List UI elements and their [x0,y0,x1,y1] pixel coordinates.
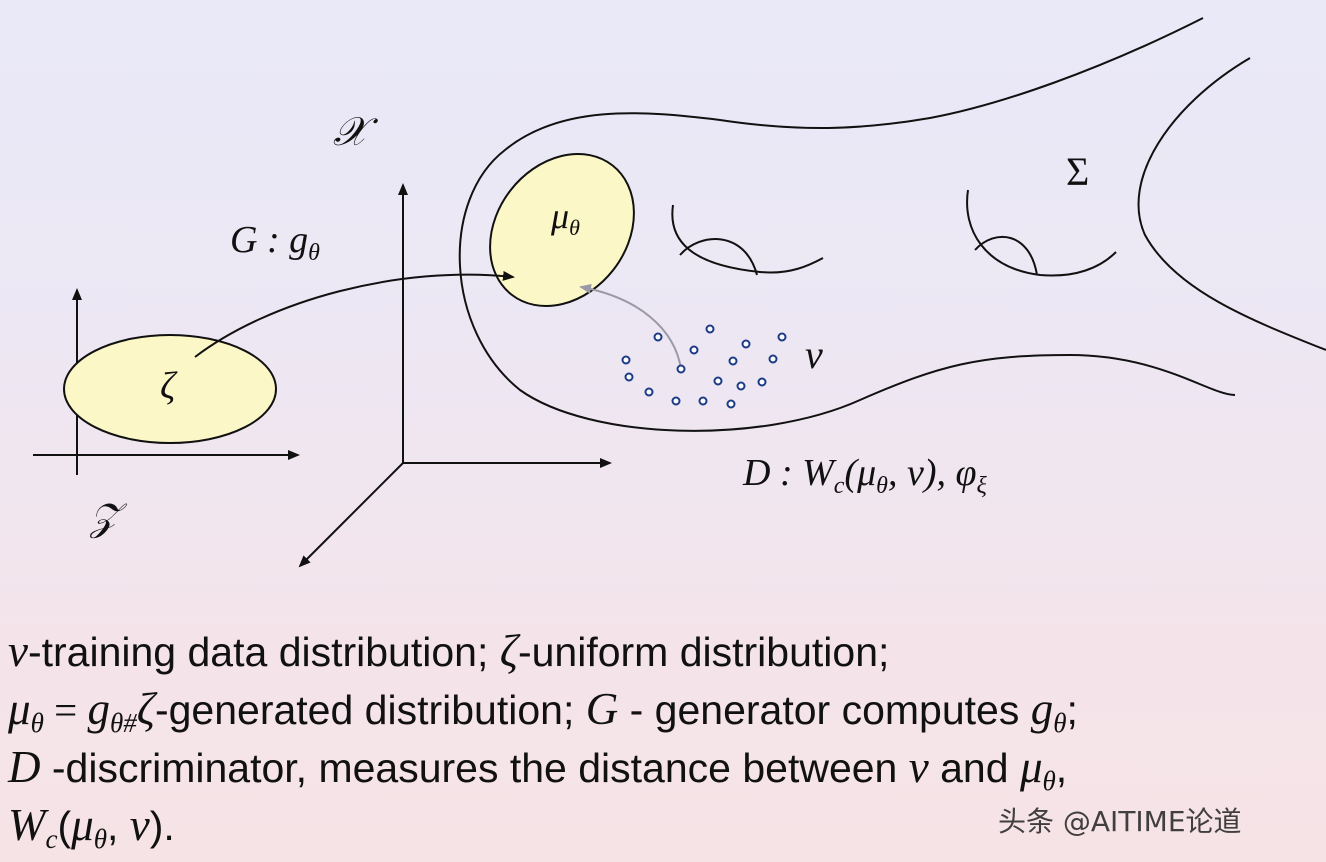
x-space-axes [298,183,612,568]
zeta-ellipse [63,334,277,444]
distance-arrow [579,283,682,370]
sample-dot [689,345,699,355]
sample-dot [728,356,738,366]
space-x-label: 𝒳 [333,109,379,154]
sample-dot [644,387,654,397]
nu-label: ν [805,332,823,377]
sample-dot [676,364,686,374]
sample-dot [741,339,751,349]
sample-dot [621,355,631,365]
watermark: 头条 @AITIME论道 [998,805,1242,838]
sample-dot [705,324,715,334]
sample-dot [671,396,681,406]
sample-dot [653,332,663,342]
discriminator-label: D : Wc(μθ, ν), φξ [742,452,988,499]
gan-diagram: 𝒳 𝒵 Σ G : gθ ζ μθ ν D : Wc(μθ, ν), φξ [33,17,1326,568]
generator-label: G : gθ [230,219,320,266]
sample-dot [736,381,746,391]
nu-sample-dots [621,324,787,409]
sample-dot [713,376,723,386]
sample-dot [698,396,708,406]
sample-dot [768,354,778,364]
manifold-sigma [458,17,1326,432]
caption: ν-training data distribution; ζ-uniform … [8,622,1308,854]
sample-dot [624,372,634,382]
space-z-label: 𝒵 [89,497,128,539]
caption-line-2: μθ = gθ#ζ-generated distribution; G - ge… [8,684,1078,738]
caption-line-4: Wc(μθ, ν). [8,800,175,854]
sample-dot [777,332,787,342]
caption-line-1: ν-training data distribution; ζ-uniform … [8,626,890,676]
manifold-sigma-label: Σ [1066,149,1089,194]
mu-theta-ellipse [489,152,635,308]
mu-theta-label: μθ [550,196,580,240]
caption-line-3: D -discriminator, measures the distance … [8,742,1068,796]
generator-arrow [194,270,515,358]
zeta-label: ζ [160,365,178,407]
sample-dot [757,377,767,387]
sample-dot [726,399,736,409]
